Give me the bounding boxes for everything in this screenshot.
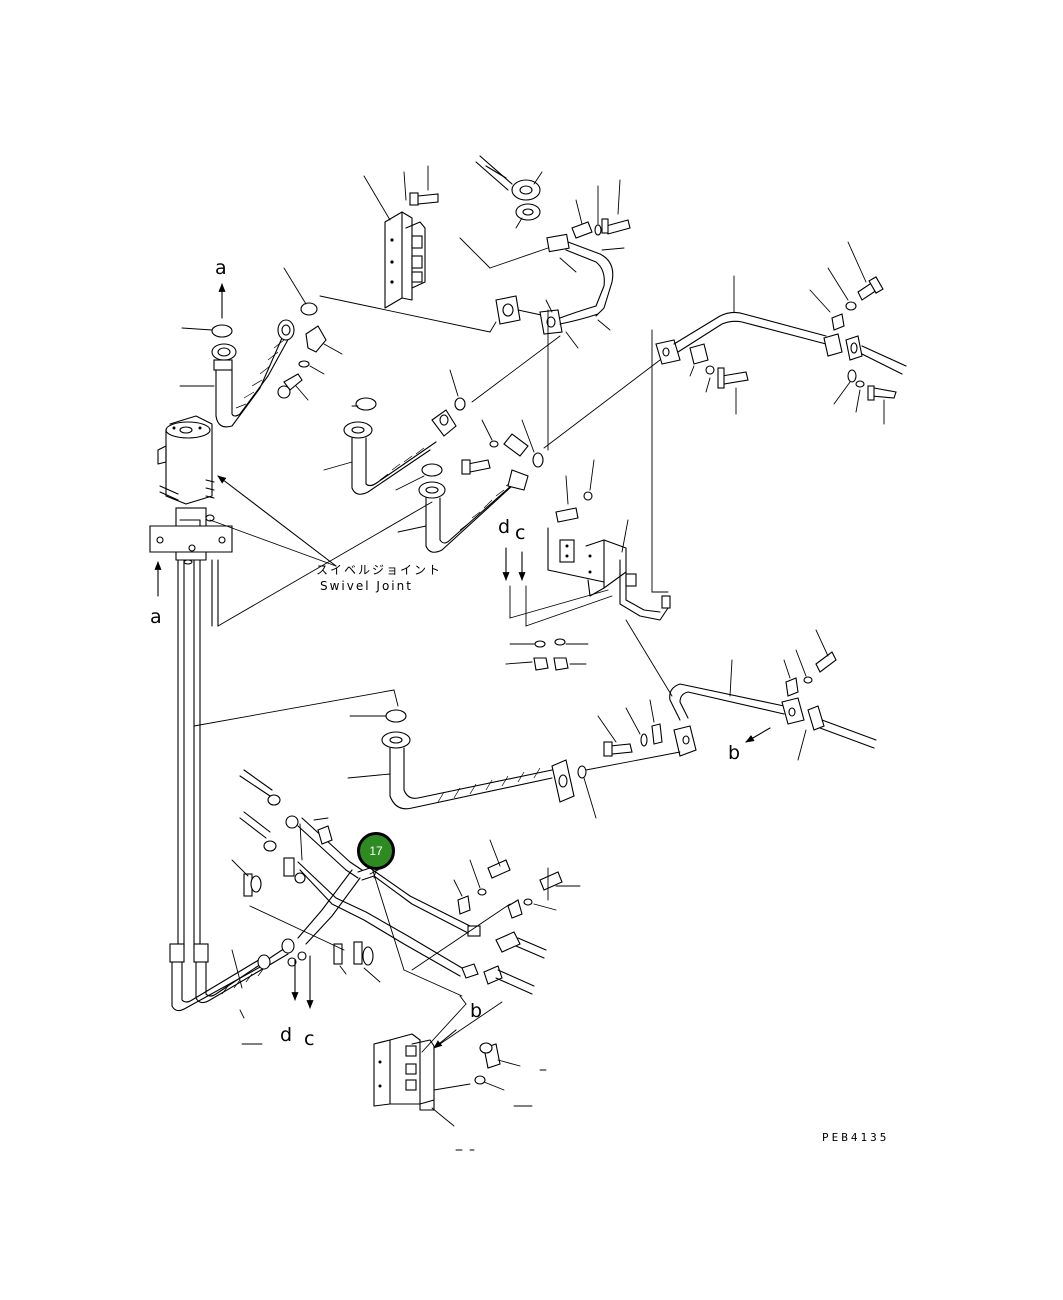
upper-right-pipe [651,241,907,593]
view-a-top-label: a [215,257,227,279]
left-upper-hose [179,319,343,428]
middle-hoses [323,309,661,553]
vertical-hoses [177,501,433,949]
callout-leader [373,869,377,879]
view-b-lower-label: b [470,1000,483,1022]
view-c-lower-label: c [304,1028,315,1050]
view-c-upper-label: c [515,522,526,544]
swivel-joint-label-jp: スイベルジョイント [316,563,443,577]
right-middle-pipe [597,629,877,761]
swivel-joint-label-en: Swivel Joint [320,579,413,593]
view-d-upper-label: d [498,516,511,538]
view-b-right-label: b [728,742,741,764]
upper-center-pipe [283,179,631,349]
center-right-bracket [502,459,673,697]
view-d-lower-label: d [280,1024,293,1046]
top-flange-assembly [459,155,549,269]
part-number-callout-label: 17 [369,844,383,858]
part-number-callout[interactable]: 17 [357,832,395,870]
lower-left-hoses [169,938,314,1045]
lower-manifold-piping [231,769,581,997]
bottom-bracket [373,995,547,1151]
view-a-left-label: a [150,606,162,628]
drawing-code: PEB4135 [822,1131,890,1144]
upper-bracket-assembly [363,165,439,309]
swivel-joint [149,415,337,567]
lower-long-hose [347,709,681,819]
